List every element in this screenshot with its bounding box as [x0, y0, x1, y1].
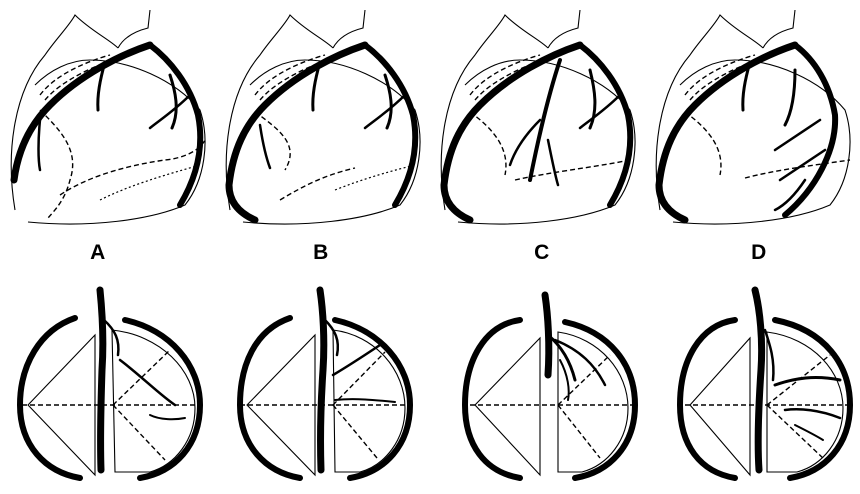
heart-cross-section-a — [0, 0, 215, 494]
panel-b: B — [215, 0, 430, 494]
panel-c: C — [430, 0, 645, 494]
heart-cross-section-b — [215, 0, 430, 494]
panel-d: D — [645, 0, 860, 494]
panel-a: A — [0, 0, 215, 494]
heart-cross-section-c — [430, 0, 645, 494]
heart-cross-section-d — [645, 0, 860, 494]
